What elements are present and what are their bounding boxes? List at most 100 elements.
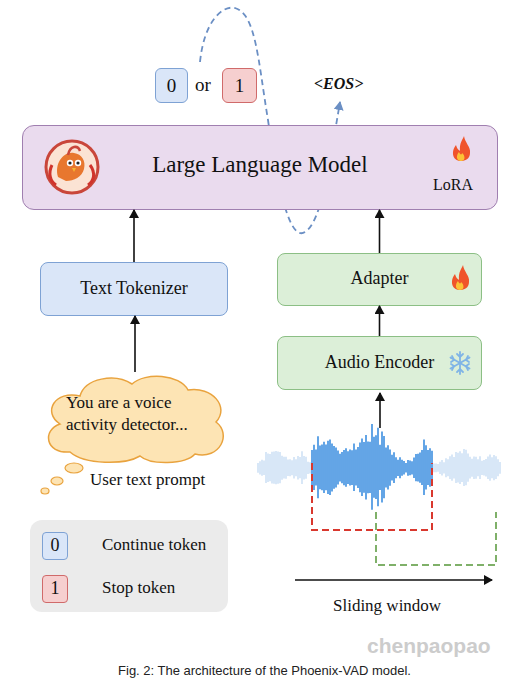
waveform-bar: [333, 446, 335, 489]
or-text: or: [195, 74, 211, 96]
node-title: Large Language Model: [83, 152, 437, 178]
waveform-bar: [497, 459, 499, 476]
legend-swatch: [42, 575, 68, 603]
waveform-bar: [397, 460, 399, 476]
thought-bubble: [65, 463, 83, 473]
waveform-bar: [389, 449, 391, 485]
sliding-arrow: [295, 579, 492, 581]
waveform-bar: [367, 441, 369, 493]
waveform-bar: [433, 464, 435, 473]
waveform-bar: [361, 439, 363, 496]
figure-caption: Fig. 2: The architecture of the Phoenix-…: [0, 663, 529, 678]
waveform-bar: [259, 461, 261, 474]
adapter-box: Adapter: [277, 253, 482, 306]
audio-input-arrow: [379, 393, 381, 428]
waveform-bar: [453, 457, 455, 479]
waveform-bar: [377, 428, 379, 507]
waveform-bar: [325, 445, 327, 491]
waveform-bar: [369, 442, 371, 493]
waveform-bar: [309, 462, 311, 473]
waveform-bar: [289, 459, 291, 476]
waveform-bar: [395, 457, 397, 478]
node-title: 1: [223, 75, 256, 97]
waveform-bar: [387, 445, 389, 489]
waveform-bar: [355, 450, 357, 486]
waveform-bar: [469, 457, 471, 479]
waveform-bar: [301, 451, 303, 484]
waveform-bar: [467, 454, 469, 482]
thought-bubble: [41, 488, 49, 494]
waveform-bar: [345, 448, 347, 486]
waveform-bar: [439, 462, 441, 474]
waveform-bar: [451, 455, 453, 481]
frozen-snowflake-icon: [451, 352, 470, 374]
waveform-bar: [427, 450, 429, 485]
waveform-bar: [409, 460, 411, 475]
waveform-bar: [445, 458, 447, 477]
axis-label: Sliding window: [333, 596, 441, 616]
legend-text: Stop token: [102, 578, 175, 598]
waveform-bar: [399, 457, 401, 478]
waveform-bar: [493, 455, 495, 480]
waveform-bar: [279, 452, 281, 483]
waveform-bar: [265, 452, 267, 483]
waveform-bar: [263, 461, 265, 476]
waveform-bar: [471, 459, 473, 477]
waveform-bar: [437, 464, 439, 472]
waveform-bar: [343, 450, 345, 485]
waveform-bar: [479, 456, 481, 479]
waveform-bar: [425, 445, 427, 489]
waveform-bar: [261, 460, 263, 476]
waveform-bar: [299, 457, 301, 478]
window-bracket-red: [312, 463, 432, 530]
waveform-bar: [269, 454, 271, 481]
waveform-bar: [357, 447, 359, 488]
waveform-bar: [329, 440, 331, 495]
waveform-bar: [405, 463, 407, 473]
waveform-bar: [477, 459, 479, 476]
waveform-bar: [365, 435, 367, 499]
output-token-box: 0: [155, 68, 188, 103]
waveform-bar: [403, 461, 405, 475]
audio-waveform: [258, 424, 500, 510]
waveform-bar: [277, 451, 279, 483]
phoenix-logo: [46, 141, 98, 193]
waveform-bar: [267, 453, 269, 482]
output-token-box: 1: [222, 68, 257, 103]
cloud-shape: [49, 376, 224, 462]
waveform-bar: [347, 451, 349, 484]
prompt-caption: User text prompt: [90, 470, 205, 490]
window-bracket-green: [376, 512, 496, 565]
waveform-bar: [473, 457, 475, 479]
node-title: You are a voice activity detector...: [66, 392, 210, 436]
waveform-bar: [293, 457, 295, 479]
waveform-bar: [415, 454, 417, 481]
node-title: 0: [156, 75, 187, 97]
waveform-bar: [441, 460, 443, 475]
waveform-bar: [489, 455, 491, 481]
waveform-bar: [495, 456, 497, 479]
waveform-bar: [285, 457, 287, 479]
waveform-bar: [449, 456, 451, 479]
waveform-bar: [485, 459, 487, 477]
eos-token: <EOS>: [314, 75, 363, 93]
waveform-bar: [407, 460, 409, 476]
waveform-bar: [483, 460, 485, 476]
prompt-cloud: You are a voice activity detector...: [40, 372, 230, 464]
llm-box: Large Language ModelLoRA: [22, 125, 498, 210]
waveform-bar: [379, 445, 381, 490]
waveform-bar: [283, 457, 285, 479]
waveform-bar: [465, 450, 467, 486]
waveform-bar: [413, 458, 415, 479]
waveform-bar: [281, 456, 283, 480]
waveform-bar: [349, 450, 351, 486]
waveform-bar: [341, 452, 343, 483]
flow-arrow: [133, 210, 135, 262]
waveform-bar: [339, 454, 341, 482]
encoder-box: Audio Encoder: [277, 336, 482, 390]
waveform-bar: [303, 456, 305, 480]
waveform-bar: [319, 446, 321, 490]
waveform-bar: [275, 451, 277, 484]
